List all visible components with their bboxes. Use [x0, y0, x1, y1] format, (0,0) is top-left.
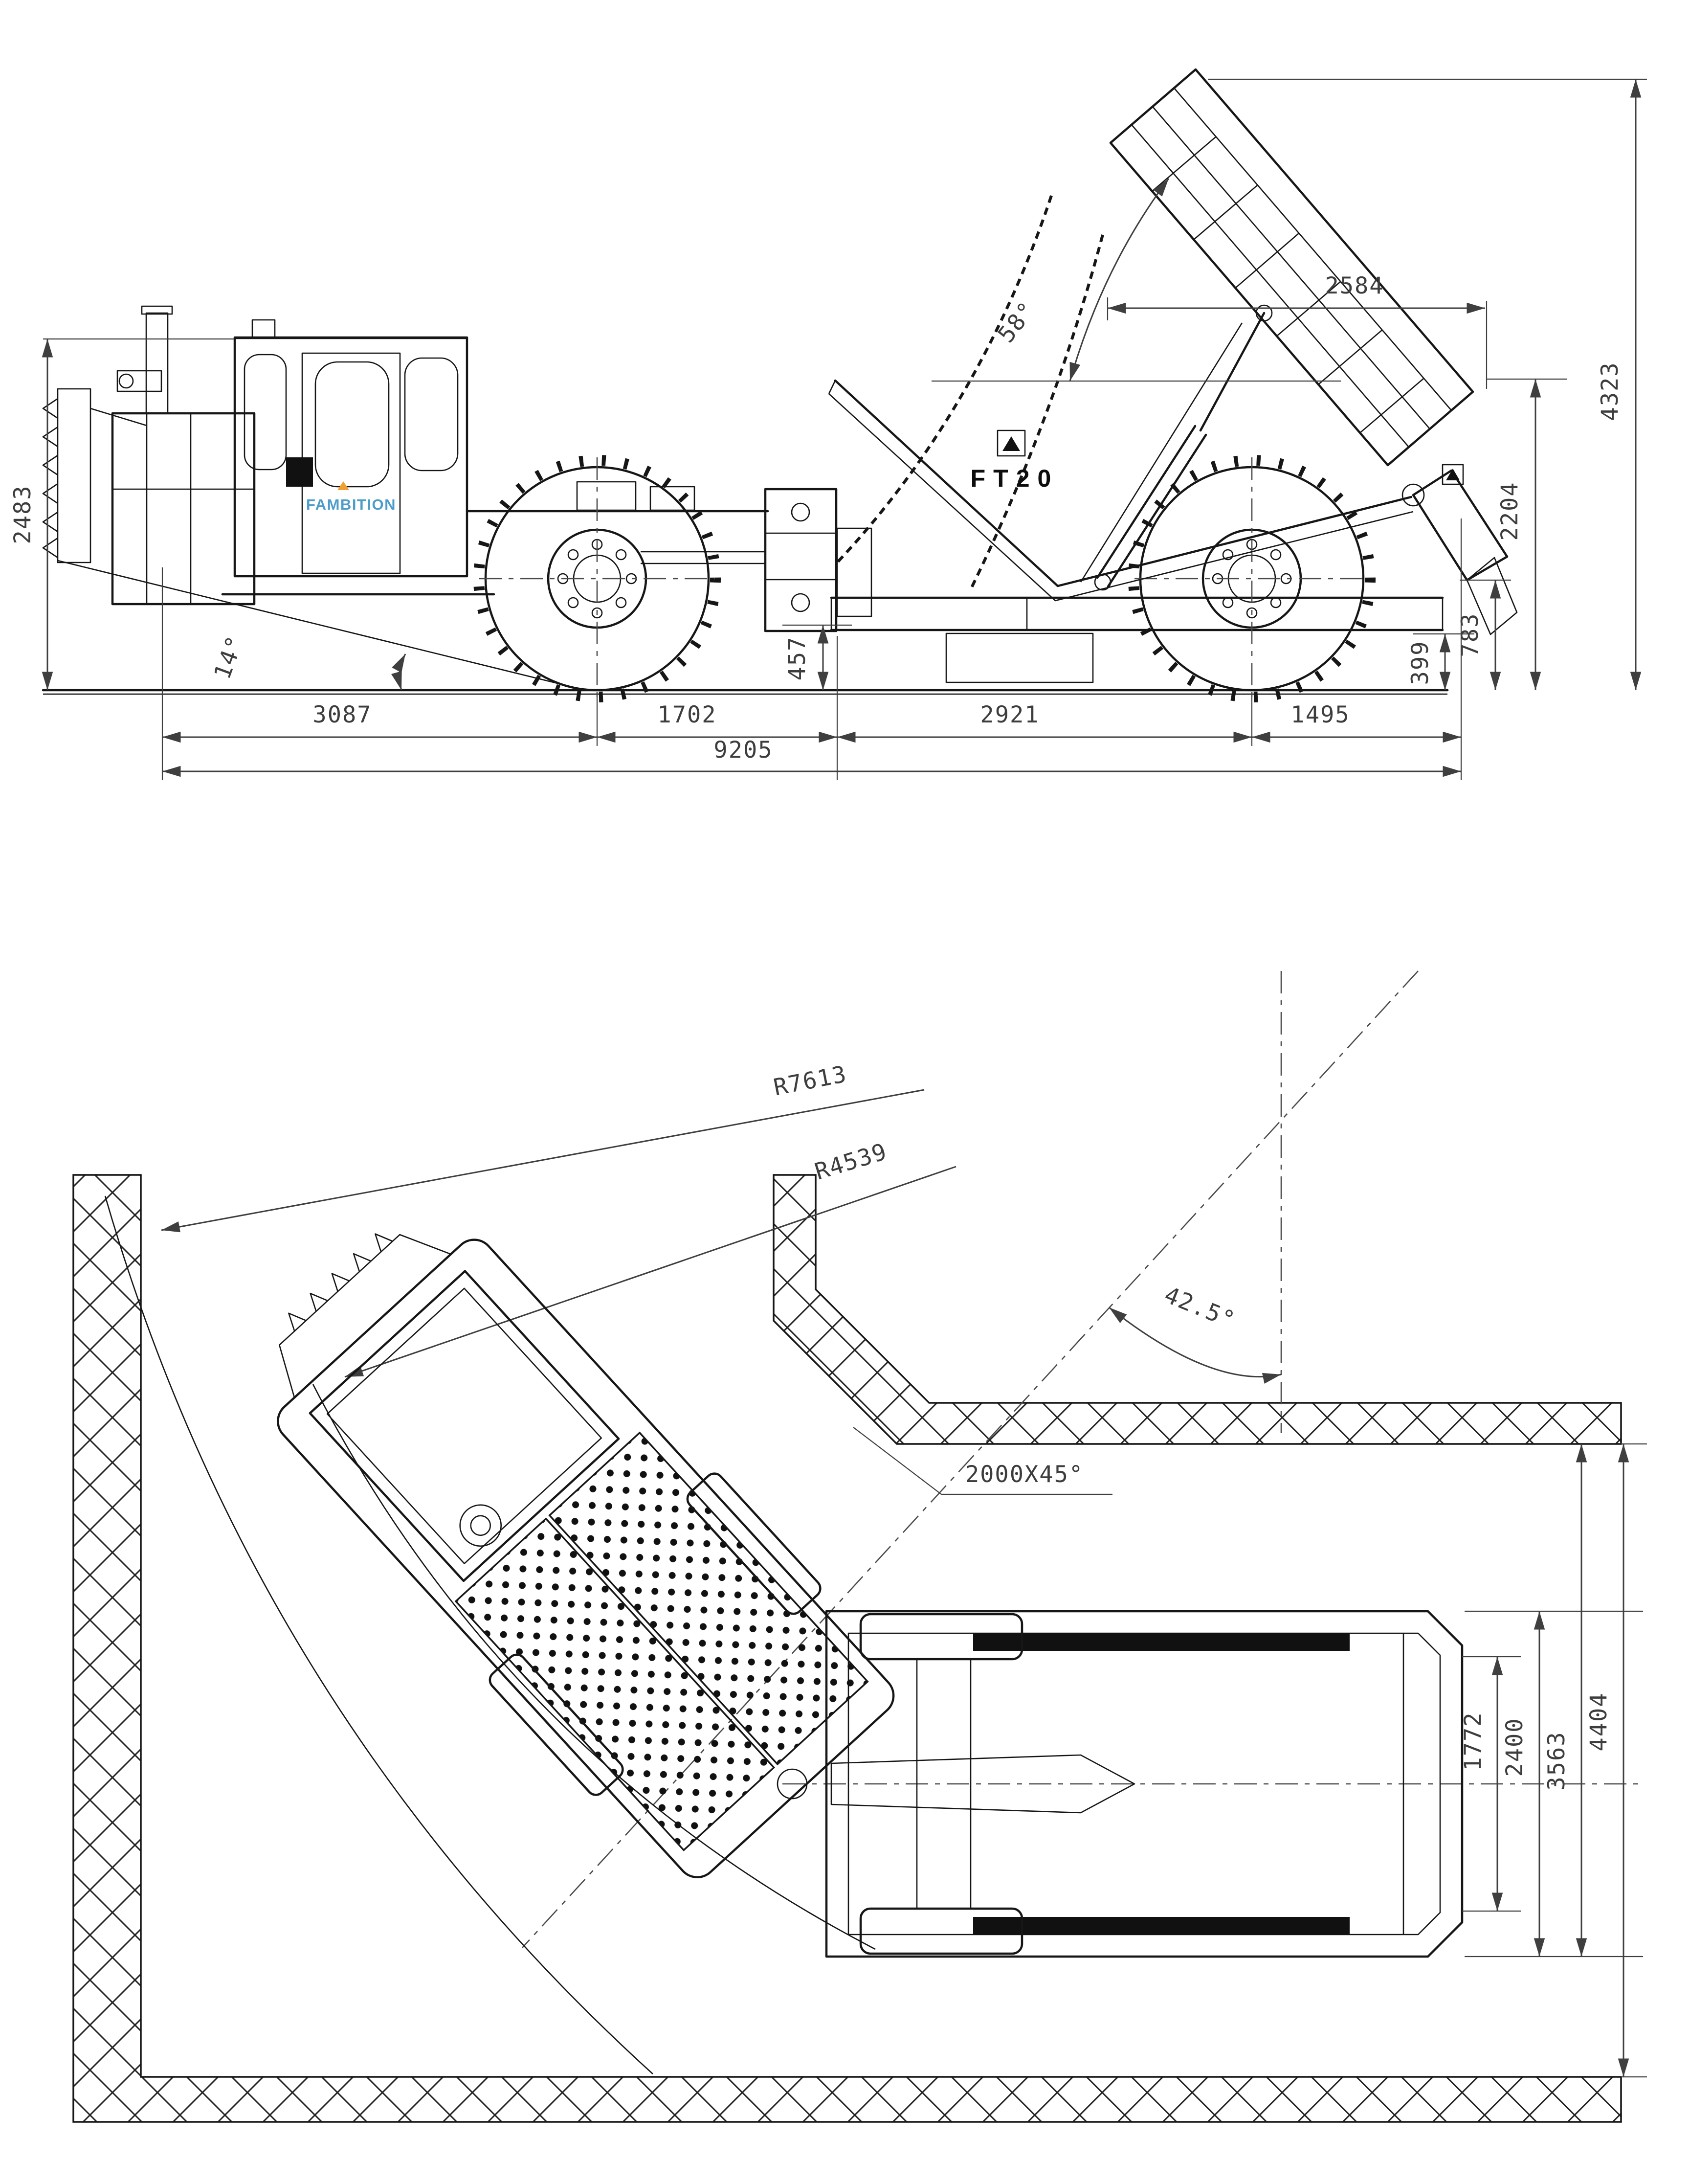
machine-front-plan: [277, 1233, 895, 1879]
turn-angle-label: 42.5°: [1160, 1282, 1239, 1334]
front-blade-plan: [279, 1234, 452, 1398]
chamfer-callout: 2000X45°: [853, 1427, 1112, 1495]
svg-text:4404: 4404: [1585, 1692, 1612, 1751]
cab-plan: [309, 1270, 620, 1582]
dim-swept-width: 3563: [1543, 1444, 1587, 1957]
inner-radius-label: R4539: [812, 1138, 890, 1186]
svg-text:2483: 2483: [9, 485, 36, 544]
warning-icon: [997, 429, 1026, 457]
svg-text:457: 457: [784, 636, 811, 681]
cab: FAMBITION: [233, 319, 468, 578]
dim-body-rear-height: 2204: [1487, 378, 1567, 690]
dim-body-inner-width: 1772: [1460, 1657, 1503, 1911]
chamfer-label: 2000X45°: [965, 1461, 1084, 1488]
turn-angle: 42.5°: [1109, 1282, 1282, 1384]
warning-icon-rear: [1442, 464, 1464, 485]
dump-angle: 58°: [932, 178, 1341, 382]
brand-logo: FAMBITION: [306, 496, 396, 513]
front-blade: [42, 370, 162, 563]
width-dimension-group: 1772 2400 3563 4404: [1460, 1443, 1647, 2078]
tread-plate-a: [548, 1431, 869, 1766]
dump-chute: [1412, 469, 1509, 582]
svg-text:2204: 2204: [1496, 481, 1523, 540]
length-dimension-chain: 3087 1702 2921 1495 9205: [161, 518, 1462, 780]
dim-rear-wheelbase: 2921: [980, 701, 1039, 728]
body-sidewall-bottom: [973, 1917, 1350, 1935]
dim-overall-height-tipped: 4323: [1208, 78, 1647, 690]
inner-radius-arc: [312, 1384, 876, 1950]
mid-frame: [221, 481, 872, 632]
approach-slope: [57, 560, 580, 691]
body-chain-right: [969, 234, 1104, 590]
dim-overall-length: 9205: [713, 737, 773, 764]
svg-text:3563: 3563: [1543, 1731, 1570, 1790]
dim-tail-clearance: 783: [1457, 579, 1511, 690]
dim-front-wheelbase: 1702: [657, 701, 716, 728]
outer-radius-label: R7613: [771, 1060, 849, 1101]
rear-wheel-top-plan: [859, 1613, 1023, 1661]
cab-door: [301, 352, 401, 574]
svg-text:399: 399: [1407, 641, 1434, 685]
machine-rear-plan: [825, 1610, 1464, 1958]
outer-radius-arc: [104, 1195, 653, 2074]
body-spine: [830, 1754, 1135, 1814]
engine-module: [111, 305, 256, 606]
front-wheel-top-plan: [686, 1472, 822, 1615]
approach-angle-label: 14°: [209, 632, 249, 683]
svg-text:2400: 2400: [1501, 1717, 1528, 1777]
brand-logo-accent: [337, 481, 349, 490]
svg-text:4323: 4323: [1597, 361, 1623, 421]
dump-angle-label: 58°: [993, 296, 1041, 348]
body-sidewall-top: [973, 1633, 1350, 1651]
rear-wheel: [1128, 455, 1376, 702]
body-chain-left: [836, 195, 1053, 564]
dim-ground-clearance: 457: [782, 624, 852, 690]
front-wheel: [473, 455, 721, 702]
dim-bed-top: 2584: [1107, 272, 1488, 389]
dim-front-overhang: 3087: [312, 701, 372, 728]
front-wheel-bottom-plan: [489, 1653, 624, 1796]
rear-wheel-bottom-plan: [859, 1907, 1023, 1955]
plan-view: 42.5° R7613 R4539 2000X45°: [72, 970, 1647, 2123]
cab-front-window: [244, 354, 287, 471]
tunnel-wall-inner-corner: [773, 1174, 1622, 1445]
side-elevation-view: FAMBITION: [9, 68, 1647, 780]
dump-body-lowered: [828, 379, 1414, 602]
cab-rear-window: [404, 357, 459, 472]
articulation-joint: [777, 1768, 808, 1800]
model-badge: FT20: [971, 465, 1059, 492]
cab-door-window: [314, 361, 390, 488]
svg-text:2584: 2584: [1325, 272, 1384, 299]
svg-text:1772: 1772: [1460, 1711, 1487, 1771]
dim-rear-overhang: 1495: [1290, 701, 1350, 728]
dim-tunnel-width: 4404: [1585, 1444, 1629, 2077]
body-pivot: [1401, 483, 1425, 507]
dump-body-tipped: [1109, 68, 1518, 635]
dim-cab-height: 2483: [9, 338, 234, 690]
dim-machine-width: 2400: [1501, 1611, 1545, 1957]
tunnel-centerline-diagonal: [522, 970, 1419, 1948]
dim-tail-lower: 399: [1407, 633, 1474, 690]
tread-plate-b: [454, 1517, 776, 1851]
rear-frame: [830, 596, 1444, 683]
tunnel-wall-outer: [72, 1174, 1622, 2123]
hoist-cylinder: [1080, 304, 1273, 591]
